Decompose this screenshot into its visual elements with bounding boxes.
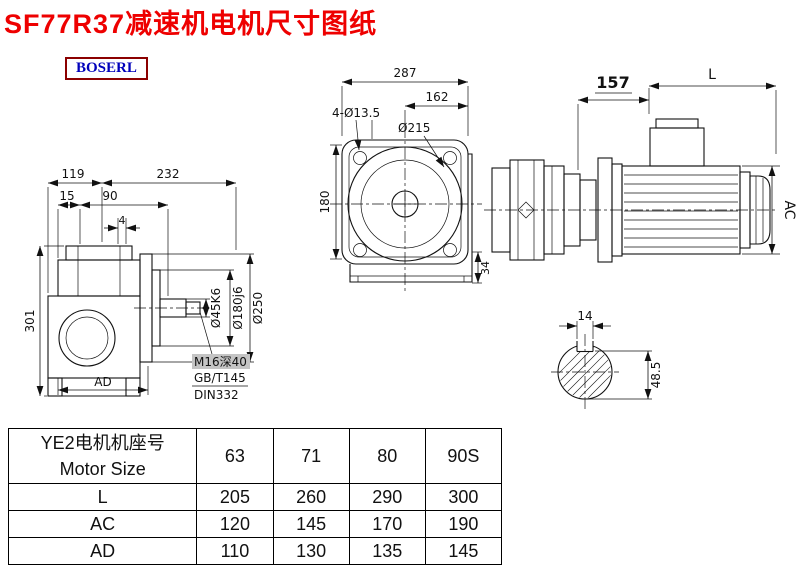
note-tap: M16深40 [194,355,247,369]
note-highlight [192,354,250,369]
AC-value: 190 [424,510,503,538]
dim-shaft-dia: Ø45K6 [209,288,223,328]
dim-key-width: 14 [577,309,592,323]
L-value: 300 [424,483,503,511]
dim-bolt-holes: 4-Ø13.5 [332,106,380,120]
dim-4: 4 [119,214,126,227]
dim-157: 157 [596,73,629,92]
AC-value: 170 [348,510,426,538]
dim-180: 180 [318,191,332,214]
terminal-box [649,127,705,167]
motor-size-table: YE2电机机座号 Motor Size 63 71 80 90S L 205 2… [7,428,503,565]
row-label-L: L [7,483,198,511]
AD-value: 135 [348,537,426,565]
dim-215: Ø215 [398,121,430,135]
note-din: DIN332 [194,388,239,402]
shaft-section-view: 14 48.5 [551,309,663,410]
dim-301: 301 [23,310,37,333]
AD-value: 110 [196,537,274,565]
AC-value: 145 [272,510,350,538]
size-80: 80 [348,428,426,484]
dim-90: 90 [102,189,117,203]
table-row-AC: AC 120 145 170 190 [7,510,503,538]
AC-value: 120 [196,510,274,538]
L-value: 205 [196,483,274,511]
note-gb: GB/T145 [194,371,246,385]
dim-L: L [708,67,716,83]
L-value: 260 [272,483,350,511]
size-71: 71 [272,428,350,484]
dim-162: 162 [426,90,449,104]
coupling-housing [484,159,778,261]
front-view: 287 162 4-Ø13.5 Ø215 180 34 [318,66,492,294]
dim-232: 232 [157,167,180,181]
L-value: 290 [348,483,426,511]
table-row-header: YE2电机机座号 Motor Size 63 71 80 90S [7,428,503,484]
row-label-AC: AC [7,510,198,538]
dim-287: 287 [394,66,417,80]
brand-logo: BOSERL [65,57,148,80]
dim-AC: AC [781,200,797,219]
header-line-en: Motor Size [59,459,146,479]
left-view: 119 232 15 90 4 301 AD Ø45K6 Ø180j6 [23,167,265,402]
table-row-L: L 205 260 290 300 [7,483,503,511]
AD-value: 130 [272,537,350,565]
motor-view: 157 L AC [577,67,797,263]
dim-key-height: 48.5 [649,362,663,389]
size-63: 63 [196,428,274,484]
dim-flange-dia: Ø250 [251,292,265,324]
size-90s: 90S [424,428,503,484]
dim-spigot-dia: Ø180j6 [231,286,245,329]
header-motor-size: YE2电机机座号 Motor Size [7,428,198,484]
dim-AD: AD [94,375,111,389]
dim-15: 15 [59,189,74,203]
AD-value: 145 [424,537,503,565]
dim-119: 119 [62,167,85,181]
header-line-cn: YE2电机机座号 [40,432,165,453]
dim-34: 34 [479,261,492,275]
row-label-AD: AD [7,537,198,565]
table-row-AD: AD 110 130 135 145 [7,537,503,565]
page-title: SF77R37减速机电机尺寸图纸 [4,9,378,39]
